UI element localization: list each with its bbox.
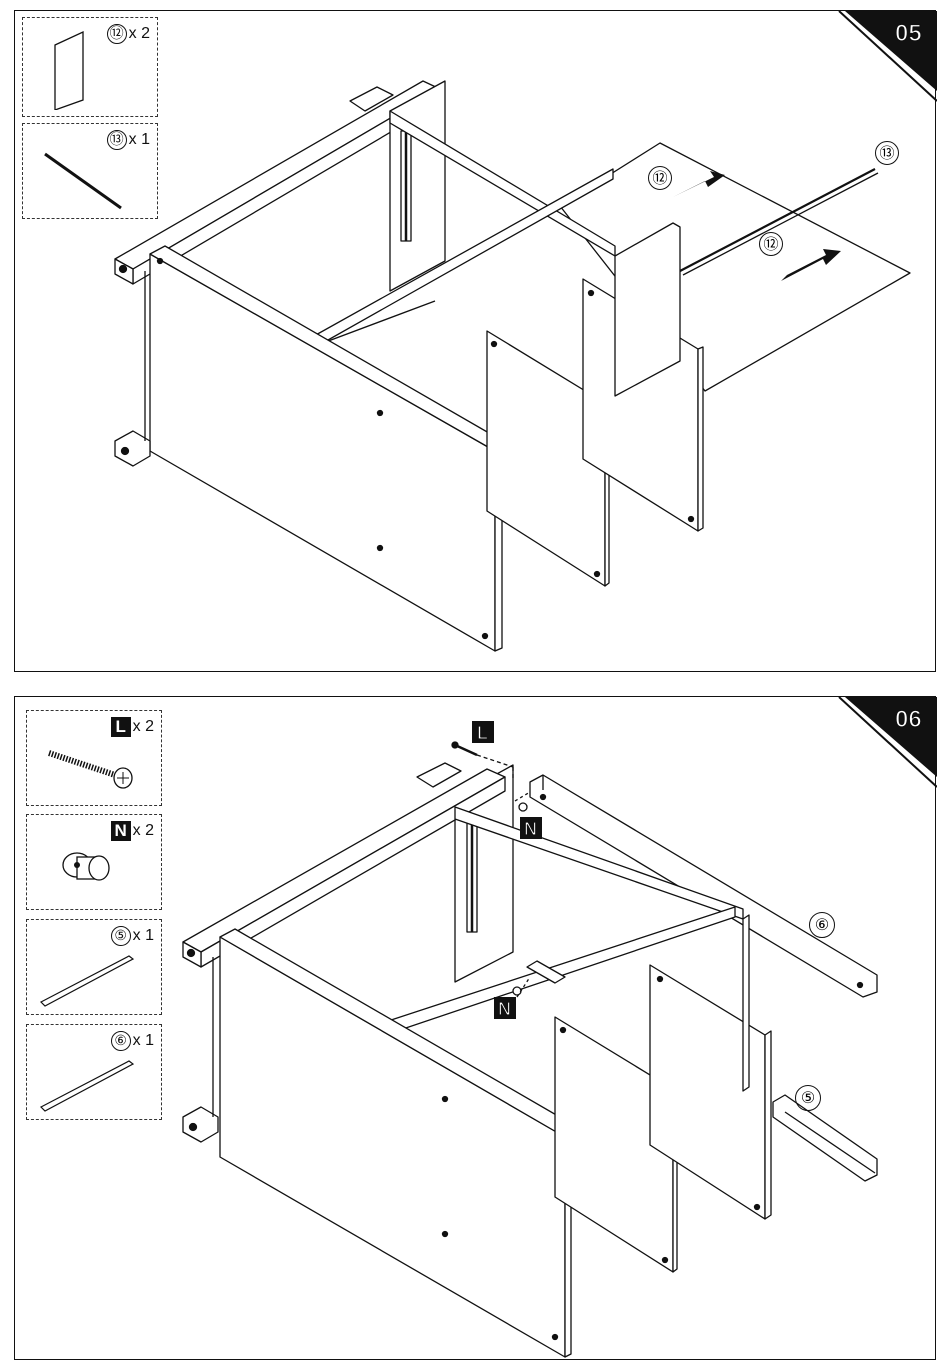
svg-text:L: L bbox=[477, 723, 488, 743]
callout-rail-6: ⑥ bbox=[809, 912, 835, 938]
part-5-qty: x 1 bbox=[133, 927, 154, 945]
part-13-quantity: ⑬ x 1 bbox=[107, 130, 150, 150]
badge-L: L bbox=[472, 721, 494, 743]
part-N-qty: x 2 bbox=[133, 822, 154, 840]
part-6-id: ⑥ bbox=[111, 1031, 131, 1051]
badge-N-top: N bbox=[520, 817, 542, 839]
part-13-id: ⑬ bbox=[107, 130, 127, 150]
front-side-panel bbox=[150, 254, 495, 651]
part-12-qty: x 2 bbox=[129, 25, 150, 43]
parts-box-L: L x 2 bbox=[26, 710, 162, 806]
rod-icon bbox=[37, 148, 137, 218]
parts-box-6: ⑥ x 1 bbox=[26, 1024, 162, 1120]
cam-nut-icon bbox=[55, 843, 125, 903]
rail-6-icon bbox=[35, 1055, 145, 1115]
step-06-number: 06 bbox=[895, 706, 922, 733]
callout-rail-5: ⑤ bbox=[795, 1085, 821, 1111]
part-L-id: L bbox=[111, 717, 131, 737]
panel-icon bbox=[43, 30, 103, 110]
svg-text:N: N bbox=[524, 819, 537, 839]
part-6-quantity: ⑥ x 1 bbox=[111, 1031, 154, 1051]
callout-rod-13: ⑬ bbox=[875, 141, 899, 165]
part-5-quantity: ⑤ x 1 bbox=[111, 926, 154, 946]
step-05-number: 05 bbox=[895, 20, 922, 47]
cam-nut-N-bottom bbox=[513, 987, 521, 995]
part-L-qty: x 2 bbox=[133, 718, 154, 736]
badge-N-bottom: N bbox=[494, 997, 516, 1019]
screw-icon bbox=[43, 743, 143, 803]
part-13-qty: x 1 bbox=[129, 131, 150, 149]
parts-box-13: ⑬ x 1 bbox=[22, 123, 158, 219]
parts-box-12: ⑫ x 2 bbox=[22, 17, 158, 117]
part-N-id: N bbox=[111, 821, 131, 841]
step-05-panel: 05 bbox=[14, 10, 936, 672]
cam-nut-N-top bbox=[519, 803, 527, 811]
rail-5-icon bbox=[35, 950, 145, 1010]
callout-panel-12-b: ⑫ bbox=[759, 232, 783, 256]
rail-5 bbox=[773, 1095, 877, 1181]
part-12-id: ⑫ bbox=[107, 24, 127, 44]
back-side-panel bbox=[390, 81, 445, 291]
part-12-quantity: ⑫ x 2 bbox=[107, 24, 150, 44]
svg-text:N: N bbox=[498, 999, 511, 1019]
parts-box-5: ⑤ x 1 bbox=[26, 919, 162, 1015]
part-6-qty: x 1 bbox=[133, 1032, 154, 1050]
part-5-id: ⑤ bbox=[111, 926, 131, 946]
parts-box-N: N x 2 bbox=[26, 814, 162, 910]
part-N-quantity: N x 2 bbox=[111, 821, 154, 841]
step-05-corner-badge bbox=[845, 11, 937, 91]
step-06-panel: 06 bbox=[14, 696, 936, 1360]
part-L-quantity: L x 2 bbox=[111, 717, 154, 737]
step-06-corner-badge bbox=[845, 697, 937, 777]
callout-panel-12-a: ⑫ bbox=[648, 166, 672, 190]
